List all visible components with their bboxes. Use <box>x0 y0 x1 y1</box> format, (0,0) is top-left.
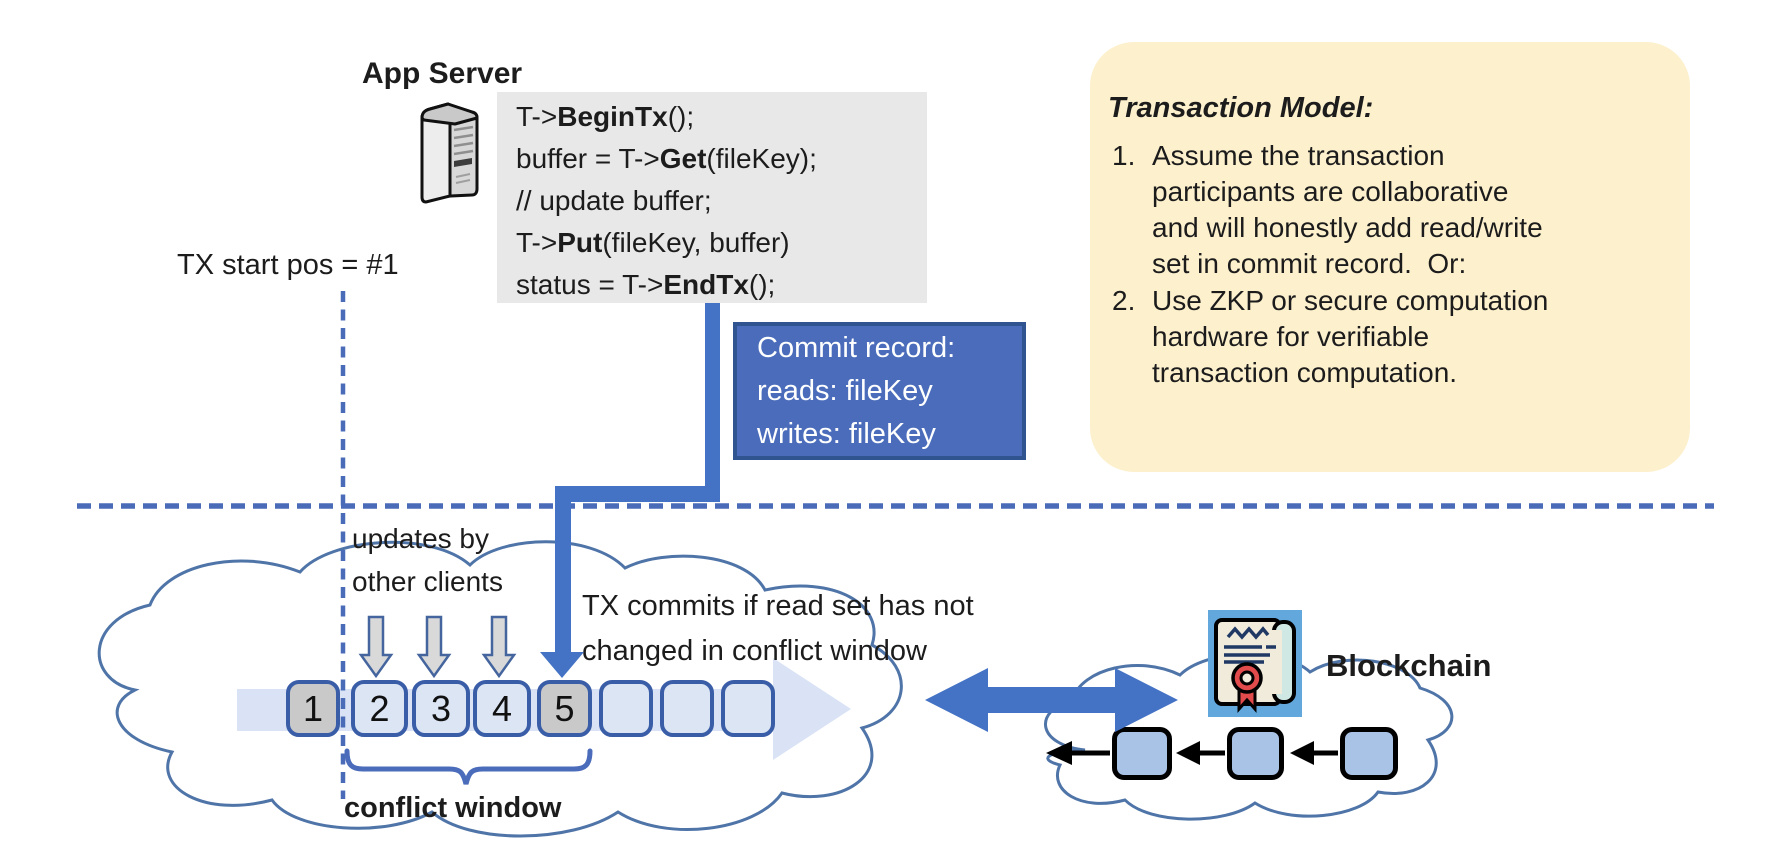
tx-commits-label: TX commits if read set has not changed i… <box>582 590 974 667</box>
timeline-block <box>721 680 775 737</box>
chain-block <box>1112 727 1172 780</box>
server-tower-icon <box>420 102 479 204</box>
timeline-block: 2 <box>351 680 408 737</box>
commit-record-line: reads: fileKey <box>757 375 933 407</box>
smart-contract-icon <box>1208 610 1302 717</box>
chain-block <box>1227 727 1284 780</box>
code-line: // update buffer; <box>516 185 712 216</box>
timeline-block: 3 <box>412 680 470 737</box>
chain-block <box>1340 727 1398 780</box>
server-vent-lines <box>453 125 474 156</box>
note-item-text: Assume the transaction participants are … <box>1152 140 1543 279</box>
commit-record-line: writes: fileKey <box>757 418 936 450</box>
code-line: T->Put(fileKey, buffer) <box>516 227 790 258</box>
code-line: buffer = T->Get(fileKey); <box>516 143 817 174</box>
transaction-model-note: Transaction Model: 1. Assume the transac… <box>1090 42 1690 472</box>
app-server-label: App Server <box>362 57 523 90</box>
note-item-number: 1. <box>1112 140 1136 171</box>
server-bottom-lines <box>455 173 471 184</box>
timeline-block <box>660 680 714 737</box>
transaction-code-box: T->BeginTx(); buffer = T->Get(fileKey); … <box>497 92 927 303</box>
timeline-block <box>599 680 653 737</box>
timeline-block: 4 <box>473 680 531 737</box>
conflict-window-label: conflict window <box>344 792 562 824</box>
commit-record-line: Commit record: <box>757 332 956 364</box>
code-line: status = T->EndTx(); <box>516 269 776 300</box>
note-item: 2. Use ZKP or secure computation hardwar… <box>1090 283 1548 391</box>
contract-text-lines <box>1224 645 1276 664</box>
note-title: Transaction Model: <box>1108 92 1374 124</box>
note-item-text: Use ZKP or secure computation hardware f… <box>1152 285 1549 388</box>
code-line: T->BeginTx(); <box>516 101 695 132</box>
updates-by-other-clients-label: updates by other clients <box>352 523 503 597</box>
blockchain-label: Blockchain <box>1326 648 1492 683</box>
timeline-block: 1 <box>286 680 340 737</box>
note-item: 1. Assume the transaction participants a… <box>1090 138 1543 282</box>
timeline-block: 5 <box>537 680 592 737</box>
note-item-number: 2. <box>1112 285 1136 316</box>
tx-start-pos-label: TX start pos = #1 <box>177 249 399 281</box>
commit-record-box: Commit record: reads: fileKey writes: fi… <box>733 322 1026 460</box>
